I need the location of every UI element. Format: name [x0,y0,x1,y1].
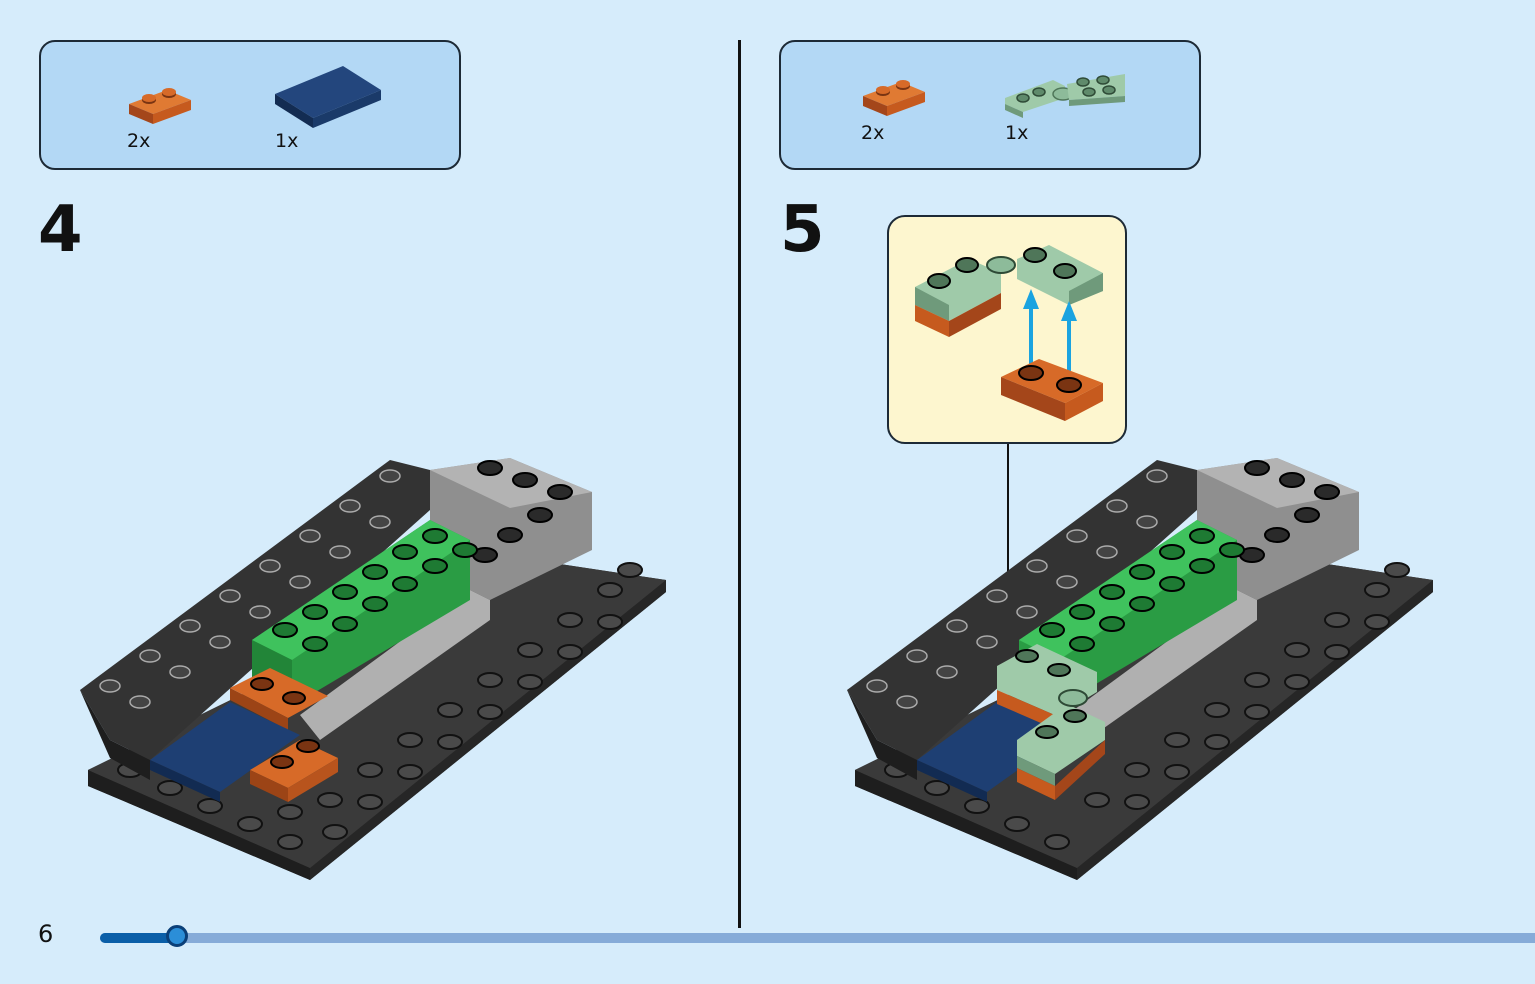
orange-plate-part-icon [125,82,195,130]
parts-list-box-step-4: 2x 1x [39,40,461,170]
step-5-build-illustration [837,440,1437,894]
page-number: 6 [38,920,54,948]
part-quantity: 1x [1005,122,1029,144]
sand-green-hinge-plate-part-icon [1003,70,1127,120]
orange-plate-part-icon [859,74,929,122]
sub-assembly-callout [887,215,1127,444]
page-divider [738,40,741,928]
part-quantity: 2x [127,130,151,152]
part-quantity: 2x [861,122,885,144]
parts-list-box-step-5: 2x 1x [779,40,1201,170]
part-quantity: 1x [275,130,299,152]
step-4-build-illustration [70,440,670,894]
progress-bar-fill [100,933,177,943]
step-number: 5 [780,193,825,267]
progress-indicator-knob [166,925,188,947]
step-number: 4 [38,193,83,267]
progress-bar-track [100,933,1535,943]
dark-blue-tile-part-icon [273,64,383,132]
